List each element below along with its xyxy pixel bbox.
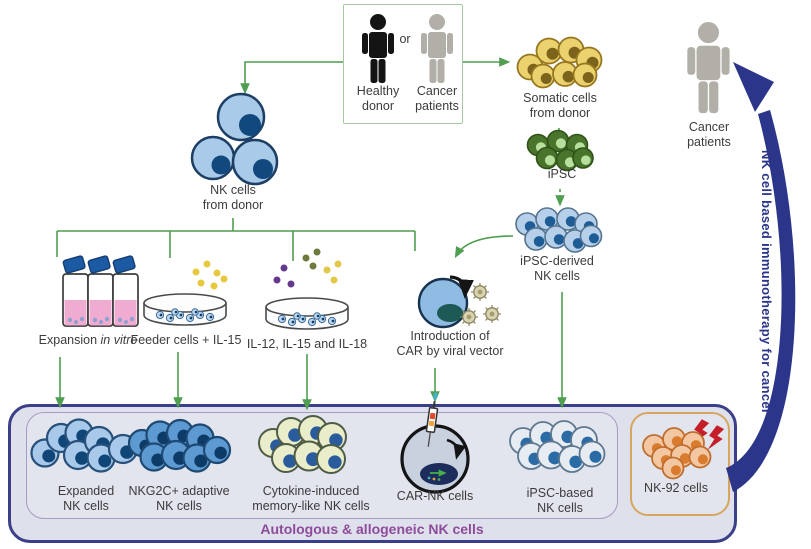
ipsc-based-nk-cluster — [509, 420, 606, 473]
cancer-patient-donor-person-icon — [421, 14, 453, 83]
cytokines-label: IL-12, IL-15 and IL-18 — [246, 337, 368, 351]
or-label: or — [399, 32, 411, 46]
healthy-donor-person-icon — [362, 14, 394, 83]
nk92-cluster — [642, 427, 712, 480]
expansion-italic-text: in vitro — [100, 333, 138, 347]
therapy-side-caption: NK cell based immunotherapy for cancer — [759, 149, 774, 415]
somatic-cells-label: Somatic cells from donor — [523, 91, 597, 121]
ipsc-derived-nk-cluster — [515, 207, 603, 253]
car-nk-cell-icon — [400, 391, 470, 494]
somatic-cells-cluster — [516, 36, 603, 89]
ipsc-based-label: iPSC-based NK cells — [526, 486, 594, 516]
healthy-donor-label: Healthy donor — [356, 84, 400, 114]
therapy-return-arrow — [726, 62, 796, 492]
viral-vector-cell-icon — [417, 275, 502, 329]
feeder-dish-icon — [143, 260, 228, 326]
expanded-nk-label: Expanded NK cells — [57, 484, 115, 514]
cancer-patients-box-label: Cancer patients — [415, 84, 459, 114]
cytokine-dish-icon — [265, 248, 349, 330]
ipsc-label: iPSC — [547, 167, 577, 181]
nk-cells-from-donor-cluster — [190, 92, 279, 186]
ipsc-derived-label: iPSC-derived NK cells — [520, 254, 594, 284]
car-nk-label: CAR-NK cells — [396, 489, 474, 503]
culture-flasks-icon — [61, 254, 139, 327]
cancer-patients-right-label: Cancer patients — [687, 120, 731, 150]
autologous-caption: Autologous & allogeneic NK cells — [260, 521, 484, 537]
car-intro-label: Introduction of CAR by viral vector — [396, 329, 504, 359]
expansion-label: Expansion in vitro — [39, 333, 138, 348]
nkg2c-label: NKG2C+ adaptive NK cells — [128, 484, 230, 514]
expanded-nk-cluster — [30, 418, 139, 473]
cytokine-induced-label: Cytokine-induced memory-like NK cells — [252, 484, 370, 514]
nk92-label: NK-92 cells — [644, 481, 708, 495]
nkg2c-nk-cluster — [127, 418, 232, 473]
syringe-icon — [425, 391, 439, 447]
cancer-patient-person-icon — [687, 22, 730, 114]
cytokine-induced-nk-cluster — [258, 415, 347, 474]
nk-cells-from-donor-label: NK cells from donor — [202, 183, 264, 213]
expansion-text: Expansion — [38, 333, 101, 347]
ipsc-cluster — [526, 129, 594, 172]
feeder-label: Feeder cells + IL-15 — [130, 333, 242, 347]
